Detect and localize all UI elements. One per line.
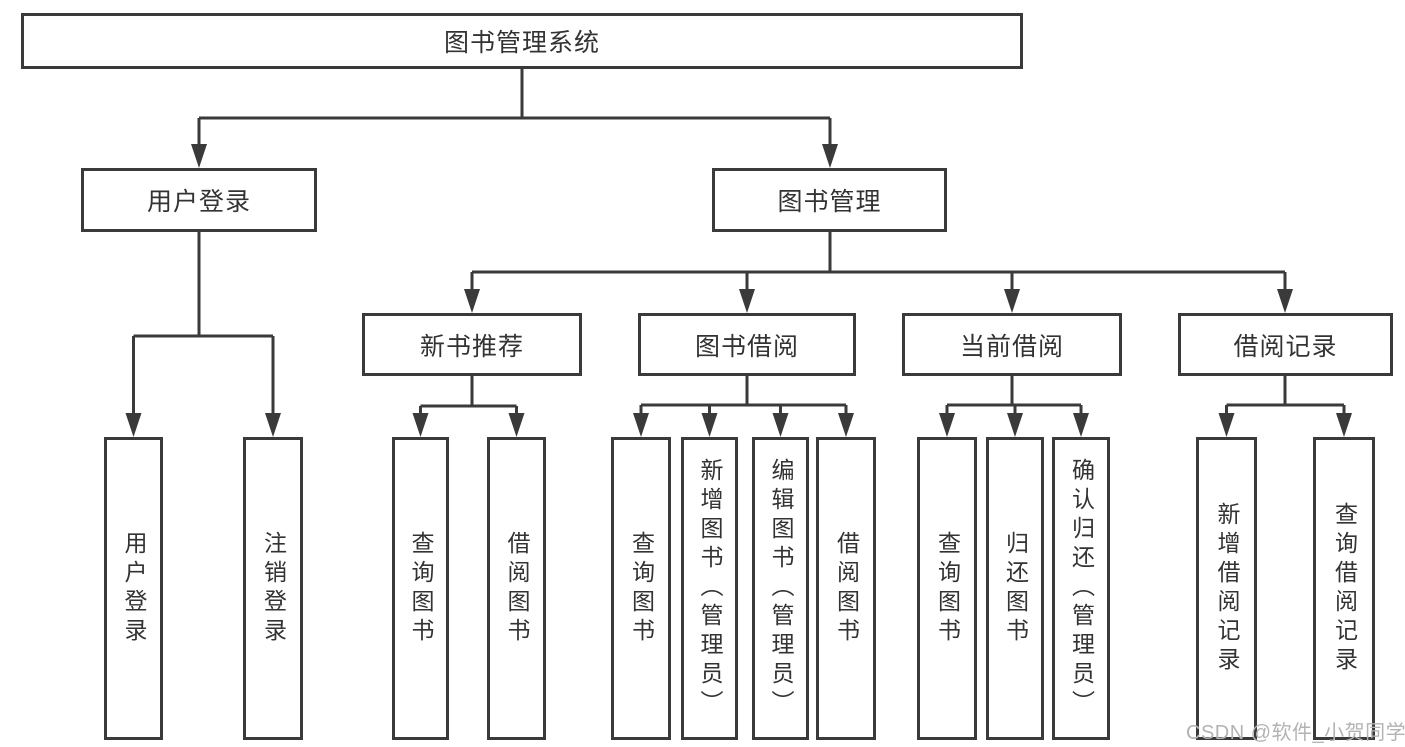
connector-book-borrowing-to-leaves — [633, 376, 854, 437]
node-label: 注销登录 — [260, 530, 287, 647]
node-label: 查询图书 — [408, 530, 434, 647]
leaf-borrow-books-recommend: 借阅图书 — [487, 437, 546, 740]
connector-book-management-to-level3 — [464, 232, 1293, 313]
node-label: 借阅记录 — [1233, 332, 1338, 361]
node-label: 查询图书 — [628, 530, 655, 647]
node-label: 新增借阅记录 — [1214, 501, 1240, 676]
node-label: 用户登录 — [121, 530, 147, 647]
node-book-management: 图书管理 — [712, 168, 947, 232]
connector-current-borrowing-to-leaves — [939, 376, 1089, 437]
leaf-return-book: 归还图书 — [986, 437, 1044, 740]
node-label: 确认归还（管理员） — [1068, 458, 1095, 719]
leaf-user-login: 用户登录 — [104, 437, 163, 740]
node-label: 图书管理 — [777, 188, 882, 216]
node-label: 新增图书（管理员） — [697, 458, 723, 719]
node-label: 借阅图书 — [504, 530, 530, 647]
leaf-add-borrow-record: 新增借阅记录 — [1196, 437, 1257, 740]
leaf-query-books-current: 查询图书 — [917, 437, 977, 740]
node-library-management-system: 图书管理系统 — [21, 13, 1023, 69]
node-label: 借阅图书 — [833, 530, 860, 647]
node-label: 当前借阅 — [959, 332, 1064, 361]
leaf-confirm-return-admin: 确认归还（管理员） — [1052, 437, 1110, 740]
node-label: 归还图书 — [1002, 530, 1029, 647]
leaf-logout-login: 注销登录 — [243, 437, 303, 740]
node-book-borrowing: 图书借阅 — [638, 313, 856, 376]
leaf-edit-book-admin: 编辑图书（管理员） — [752, 437, 809, 740]
csdn-watermark: CSDN @软件_小贺同学 — [1186, 722, 1405, 744]
connector-new-book-recommend-to-leaves — [412, 376, 525, 437]
connector-root-to-level2 — [191, 69, 838, 168]
node-new-book-recommend: 新书推荐 — [362, 313, 582, 376]
node-label: 新书推荐 — [419, 332, 524, 361]
connector-user-login-to-leaves — [125, 232, 281, 437]
node-label: 用户登录 — [146, 188, 251, 216]
node-label: 查询图书 — [934, 530, 961, 647]
node-user-login: 用户登录 — [81, 168, 317, 232]
leaf-add-book-admin: 新增图书（管理员） — [681, 437, 738, 740]
node-label: 图书管理系统 — [443, 29, 600, 57]
leaf-query-books-borrowing: 查询图书 — [611, 437, 671, 740]
leaf-query-books-recommend: 查询图书 — [392, 437, 449, 740]
node-label: 编辑图书（管理员） — [768, 458, 794, 719]
node-label: 图书借阅 — [694, 332, 799, 361]
node-current-borrowing: 当前借阅 — [902, 313, 1122, 376]
leaf-borrow-books-borrowing: 借阅图书 — [816, 437, 876, 740]
connector-borrowing-records-to-leaves — [1218, 376, 1352, 437]
leaf-query-borrow-record: 查询借阅记录 — [1313, 437, 1375, 740]
node-borrowing-records: 借阅记录 — [1178, 313, 1393, 376]
node-label: 查询借阅记录 — [1331, 501, 1358, 676]
